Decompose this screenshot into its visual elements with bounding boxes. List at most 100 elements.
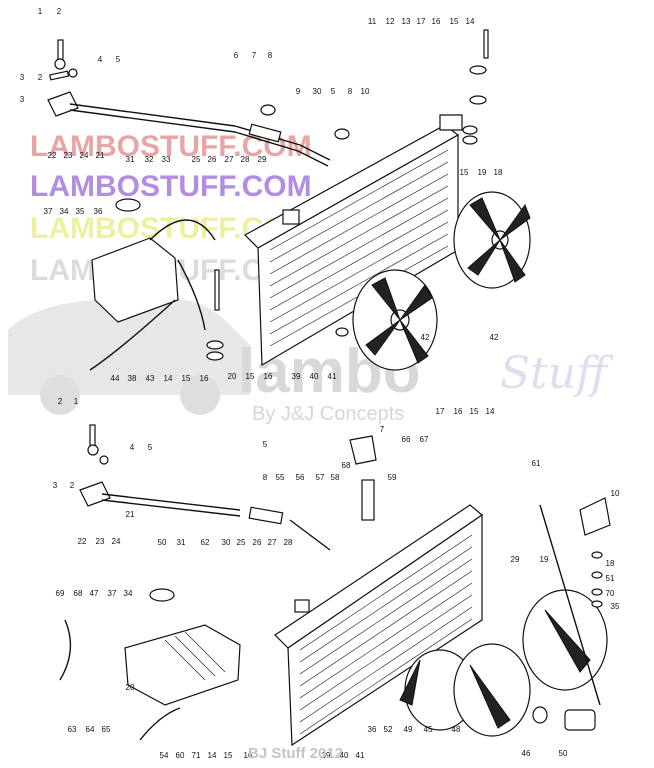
callout-lower-14: 14 — [486, 407, 495, 416]
callout-lower-17: 17 — [436, 407, 445, 416]
callout-lower-2: 2 — [70, 481, 75, 490]
callout-upper-42: 42 — [490, 333, 499, 342]
callout-upper-22: 22 — [48, 151, 57, 160]
expansion-tank-upper — [89, 198, 216, 371]
radiator-upper — [244, 114, 463, 367]
callout-lower-49: 49 — [404, 725, 413, 734]
callout-lower-29: 29 — [511, 555, 520, 564]
callout-upper-43: 43 — [146, 374, 155, 383]
callout-lower-71: 71 — [192, 751, 201, 760]
callout-upper-25: 25 — [192, 155, 201, 164]
callout-upper-31: 31 — [126, 155, 135, 164]
callout-upper-19: 19 — [478, 168, 487, 177]
callout-lower-10: 10 — [611, 489, 620, 498]
callout-lower-59: 59 — [388, 473, 397, 482]
fan-upper-left — [352, 269, 438, 371]
callout-lower-22: 22 — [78, 537, 87, 546]
callout-lower-65: 65 — [102, 725, 111, 734]
callout-lower-68: 68 — [342, 461, 351, 470]
callout-upper-13: 13 — [402, 17, 411, 26]
watermark-car-silhouette — [8, 300, 250, 415]
callout-upper-17: 17 — [417, 17, 426, 26]
callout-upper-14: 14 — [466, 17, 475, 26]
callout-upper-15: 15 — [450, 17, 459, 26]
callout-lower-14: 14 — [208, 751, 217, 760]
callout-lower-15: 15 — [470, 407, 479, 416]
callout-lower-37: 37 — [108, 589, 117, 598]
callout-upper-12: 12 — [386, 17, 395, 26]
callout-lower-47: 47 — [90, 589, 99, 598]
callout-upper-8: 8 — [348, 87, 353, 96]
callout-upper-5: 5 — [331, 87, 336, 96]
callout-upper-26: 26 — [208, 155, 217, 164]
callout-lower-27: 27 — [268, 538, 277, 547]
fan-motor-lower — [532, 706, 596, 731]
watermark-brand-script: Stuff — [500, 348, 614, 399]
callout-upper-15: 15 — [182, 374, 191, 383]
callout-upper-18: 18 — [494, 168, 503, 177]
footer-credit: BJ Stuff 2012 — [248, 745, 343, 762]
callout-upper-14: 14 — [164, 374, 173, 383]
callout-upper-23: 23 — [64, 151, 73, 160]
mount-hardware-upper — [206, 29, 489, 361]
callout-lower-46: 46 — [522, 749, 531, 758]
callout-lower-7: 7 — [380, 425, 385, 434]
callout-upper-37: 37 — [44, 207, 53, 216]
callout-upper-3: 3 — [20, 73, 25, 82]
callout-upper-2: 2 — [38, 73, 43, 82]
callout-lower-20: 20 — [126, 683, 135, 692]
callout-lower-70: 70 — [606, 589, 615, 598]
callout-upper-40: 40 — [310, 372, 319, 381]
callout-lower-25: 25 — [237, 538, 246, 547]
callout-upper-38: 38 — [128, 374, 137, 383]
callout-lower-34: 34 — [124, 589, 133, 598]
water-tube-lower — [101, 435, 377, 551]
callout-lower-51: 51 — [606, 574, 615, 583]
callout-lower-54: 54 — [160, 751, 169, 760]
callout-lower-4: 4 — [130, 443, 135, 452]
callout-lower-68: 68 — [74, 589, 83, 598]
callout-upper-27: 27 — [225, 155, 234, 164]
callout-lower-1: 1 — [74, 397, 79, 406]
callout-upper-36: 36 — [94, 207, 103, 216]
callout-lower-5: 5 — [148, 443, 153, 452]
callout-upper-4: 4 — [98, 55, 103, 64]
callout-lower-2: 2 — [58, 397, 63, 406]
callout-lower-67: 67 — [420, 435, 429, 444]
callout-upper-33: 33 — [162, 155, 171, 164]
callout-lower-16: 16 — [454, 407, 463, 416]
callout-lower-45: 45 — [424, 725, 433, 734]
callout-upper-16: 16 — [264, 372, 273, 381]
callout-lower-28: 28 — [284, 538, 293, 547]
callout-upper-16: 16 — [200, 374, 209, 383]
callout-upper-15: 15 — [460, 168, 469, 177]
callout-lower-30: 30 — [222, 538, 231, 547]
callout-upper-28: 28 — [241, 155, 250, 164]
callout-upper-35: 35 — [76, 207, 85, 216]
callout-upper-21: 21 — [96, 151, 105, 160]
callout-upper-3: 3 — [20, 95, 25, 104]
callout-upper-11: 11 — [368, 17, 377, 26]
callout-lower-55: 55 — [276, 473, 285, 482]
lower-assembly — [59, 424, 611, 747]
callout-upper-24: 24 — [80, 151, 89, 160]
callout-upper-30: 30 — [313, 87, 322, 96]
callout-lower-26: 26 — [253, 538, 262, 547]
callout-lower-62: 62 — [201, 538, 210, 547]
callout-upper-29: 29 — [258, 155, 267, 164]
fan-bracket-lower — [579, 497, 611, 608]
callout-lower-41: 41 — [356, 751, 365, 760]
callout-lower-31: 31 — [177, 538, 186, 547]
callout-upper-39: 39 — [292, 372, 301, 381]
upper-assembly — [47, 29, 531, 371]
callout-lower-69: 69 — [56, 589, 65, 598]
callout-lower-21: 21 — [126, 510, 135, 519]
fan-upper-right — [453, 191, 531, 289]
watermark-tagline: By J&J Concepts — [252, 403, 404, 425]
callout-upper-1: 1 — [38, 7, 43, 16]
callout-upper-44: 44 — [111, 374, 120, 383]
callout-lower-56: 56 — [296, 473, 305, 482]
